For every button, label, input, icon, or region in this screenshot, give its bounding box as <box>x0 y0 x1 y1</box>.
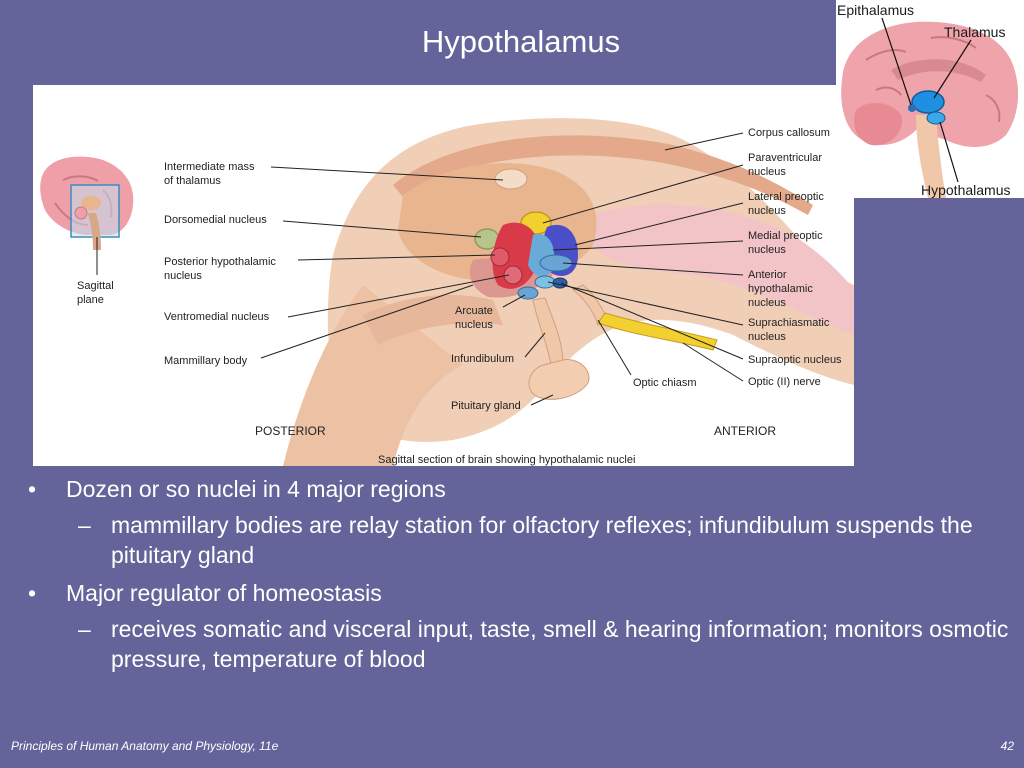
bullet-item: • Dozen or so nuclei in 4 major regions <box>26 474 1016 504</box>
inset-gyri <box>865 36 1001 123</box>
bullet-marker: • <box>28 580 37 606</box>
leader-supraoptic <box>560 282 744 360</box>
hypothalamus-diagram: Intermediate mass of thalamus Dorsomedia… <box>33 85 854 466</box>
label-medial-preoptic-line1: Medial preoptic <box>748 230 823 242</box>
inset-leader-hypothalamus <box>939 121 959 183</box>
footer-page-number: 42 <box>1000 739 1014 753</box>
leader-ventromedial <box>287 274 510 318</box>
leader-corpus-callosum <box>664 132 744 151</box>
sub-bullet-text: mammillary bodies are relay station for … <box>111 512 973 568</box>
label-arcuate-line1: Arcuate <box>455 305 493 317</box>
nucleus-anterior <box>539 254 573 272</box>
dash-marker: – <box>78 616 91 642</box>
label-anterior-direction: ANTERIOR <box>714 424 776 438</box>
leader-suprachiasmatic <box>547 281 744 326</box>
label-sagittal-line2: plane <box>77 294 104 306</box>
leader-medial-preoptic <box>552 240 744 251</box>
bullet-text: Dozen or so nuclei in 4 major regions <box>66 476 446 502</box>
inset-corpus-callosum <box>891 59 986 82</box>
diagram-leader-lines <box>96 132 744 406</box>
sub-bullet-text: receives somatic and visceral input, tas… <box>111 616 1009 672</box>
footer-book-title: Principles of Human Anatomy and Physiolo… <box>11 739 279 753</box>
bullet-marker: • <box>28 476 37 502</box>
bullet-text: Major regulator of homeostasis <box>66 580 382 606</box>
leader-pituitary <box>530 394 554 406</box>
leader-optic-nerve <box>682 342 744 382</box>
leader-intermediate-mass <box>270 166 504 181</box>
inset-leader-epithalamus <box>881 17 912 106</box>
leader-lateral-preoptic <box>574 202 744 246</box>
leader-dorsomedial <box>282 220 482 238</box>
leader-anterior <box>562 262 744 276</box>
leader-mammillary <box>260 284 474 359</box>
intermediate-mass <box>494 168 528 190</box>
label-pituitary: Pituitary gland <box>451 400 521 412</box>
leader-optic-chiasm <box>597 319 632 376</box>
bullet-item: • Major regulator of homeostasis <box>26 578 1016 608</box>
label-anterior-line2: hypothalamic <box>748 283 813 295</box>
pituitary-gland <box>528 359 590 400</box>
bullet-list: • Dozen or so nuclei in 4 major regions … <box>26 474 1016 682</box>
label-intermediate-mass-line1: Intermediate mass <box>164 161 255 173</box>
leader-posterior <box>297 254 496 261</box>
label-mammillary: Mammillary body <box>164 355 248 367</box>
label-anterior-line3: nucleus <box>748 297 786 309</box>
diagram-caption: Sagittal section of brain showing hypoth… <box>378 454 635 466</box>
label-arcuate-line2: nucleus <box>455 319 493 331</box>
label-lateral-preoptic-line1: Lateral preoptic <box>748 191 824 203</box>
label-posterior-line1: Posterior hypothalamic <box>164 256 276 268</box>
inset-brainstem <box>916 115 946 198</box>
label-posterior-direction: POSTERIOR <box>255 424 326 438</box>
inset-label-hypothalamus: Hypothalamus <box>921 182 1011 198</box>
label-medial-preoptic-line2: nucleus <box>748 244 786 256</box>
label-posterior-line2: nucleus <box>164 270 202 282</box>
brain-inset: Epithalamus Thalamus Hypothalamus <box>836 0 1024 198</box>
inset-hypothalamus <box>926 111 946 125</box>
label-optic-chiasm: Optic chiasm <box>633 377 697 389</box>
inset-illustration: Epithalamus Thalamus Hypothalamus <box>837 2 1019 198</box>
label-infundibulum: Infundibulum <box>451 353 514 365</box>
diagram-labels: Intermediate mass of thalamus Dorsomedia… <box>77 127 842 466</box>
posterior-region <box>363 295 503 345</box>
label-intermediate-mass-line2: of thalamus <box>164 175 221 187</box>
nucleus-posterior <box>490 247 510 267</box>
label-lateral-preoptic-line2: nucleus <box>748 205 786 217</box>
optic-nerve-shape <box>597 312 718 351</box>
label-suprachiasmatic-line1: Suprachiasmatic <box>748 317 830 329</box>
brainstem-tissue <box>283 285 463 466</box>
leader-arcuate <box>502 294 526 308</box>
slide-title: Hypothalamus <box>421 24 621 59</box>
label-dorsomedial: Dorsomedial nucleus <box>164 214 267 226</box>
anterior-region <box>593 204 854 335</box>
leader-paraventricular <box>542 164 744 224</box>
label-optic-nerve: Optic (II) nerve <box>748 376 821 388</box>
sub-bullet-item: – mammillary bodies are relay station fo… <box>26 510 1016 570</box>
inset-label-epithalamus: Epithalamus <box>837 2 914 18</box>
label-suprachiasmatic-line2: nucleus <box>748 331 786 343</box>
dash-marker: – <box>78 512 91 538</box>
corpus-callosum <box>393 135 813 215</box>
inset-thalamus <box>911 90 945 114</box>
label-sagittal-line1: Sagittal <box>77 280 114 292</box>
inset-leader-thalamus <box>933 39 972 99</box>
label-paraventricular-line2: nucleus <box>748 166 786 178</box>
label-anterior-line1: Anterior <box>748 269 787 281</box>
inset-epithalamus <box>908 104 916 112</box>
diagram-illustration <box>40 118 854 466</box>
label-supraoptic: Supraoptic nucleus <box>748 354 842 366</box>
sub-bullet-item: – receives somatic and visceral input, t… <box>26 614 1016 674</box>
label-paraventricular-line1: Paraventricular <box>748 152 822 164</box>
inset-label-thalamus: Thalamus <box>944 24 1005 40</box>
nucleus-ventromedial <box>503 265 523 285</box>
inset-cerebellum <box>854 103 902 146</box>
leader-infundibulum <box>524 332 546 358</box>
sagittal-plane-brain <box>40 156 134 250</box>
label-ventromedial: Ventromedial nucleus <box>164 311 270 323</box>
label-corpus-callosum: Corpus callosum <box>748 127 830 139</box>
